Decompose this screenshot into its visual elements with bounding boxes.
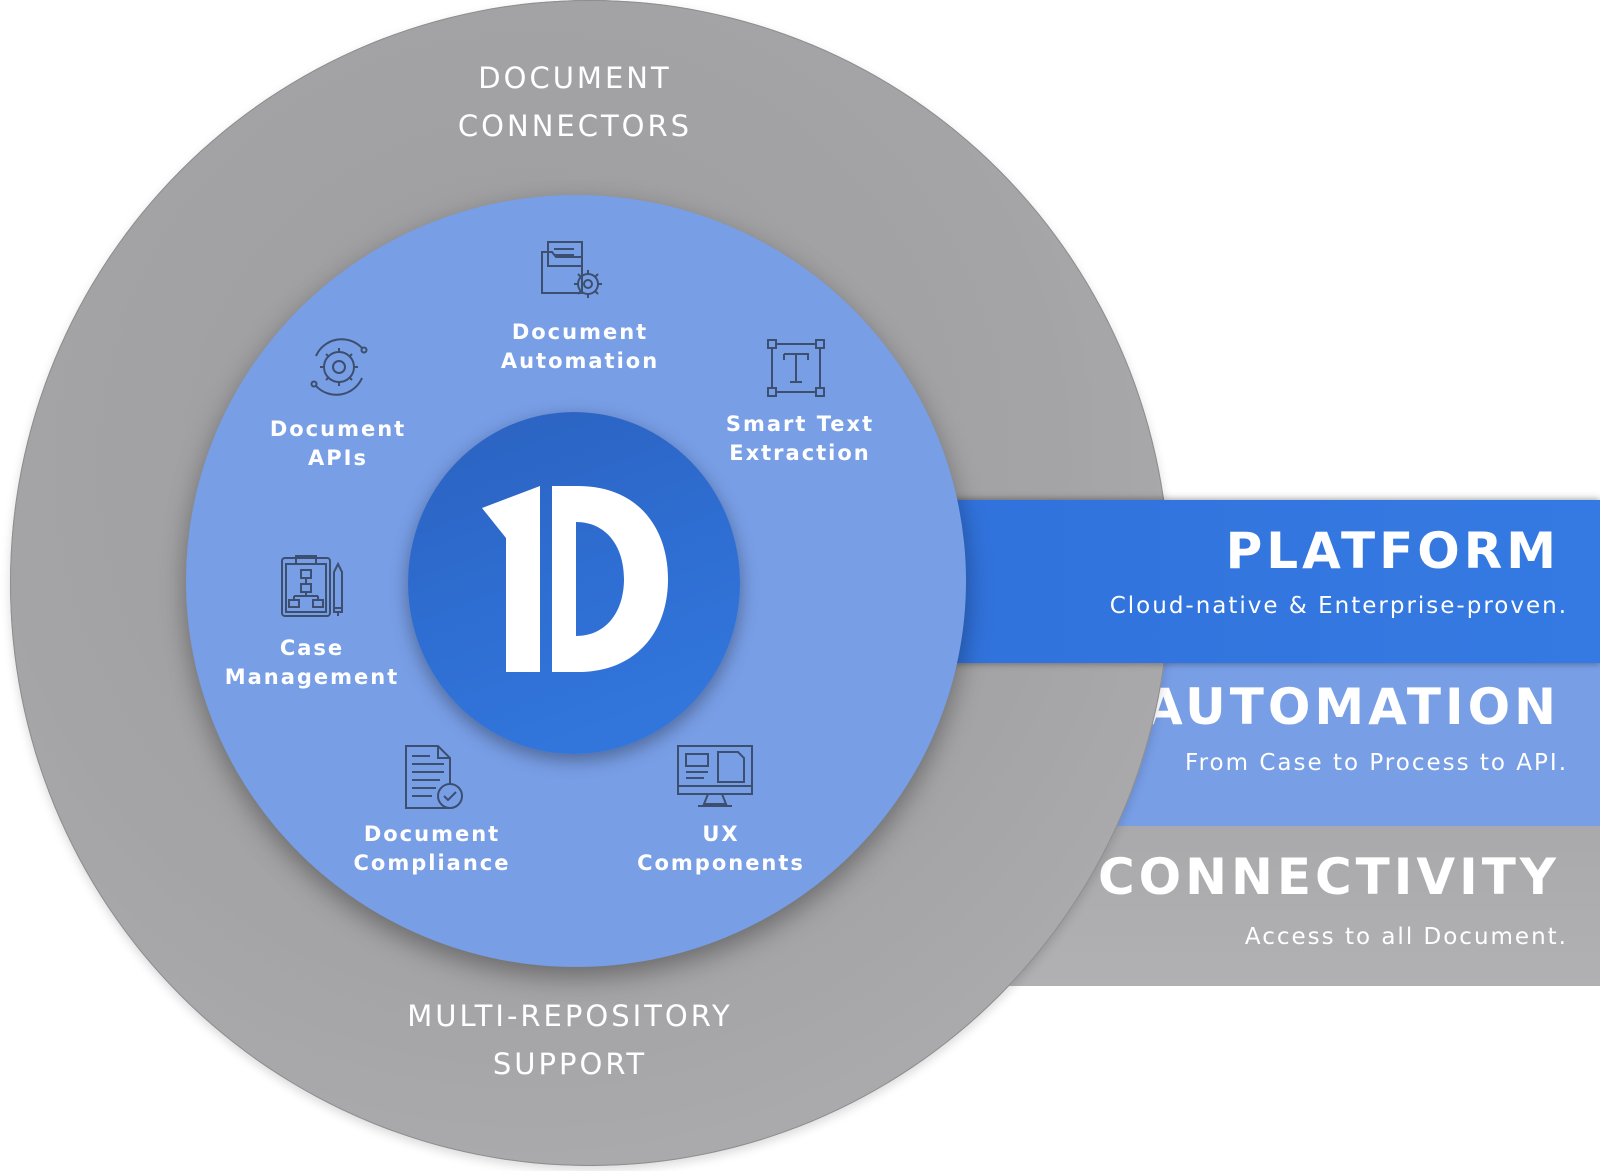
feature-case-management: Case Management: [212, 634, 412, 692]
folder-gear-icon: [540, 238, 608, 304]
feature-smart-text-extraction: Smart Text Extraction: [700, 410, 900, 468]
gear-cycle-icon: [306, 334, 372, 400]
feature-label-line2: Extraction: [729, 441, 871, 465]
feature-label-line1: UX: [702, 822, 740, 846]
feature-label-line1: Smart Text: [725, 412, 875, 436]
ring-bottom-line1: MULTI-REPOSITORY: [407, 999, 733, 1033]
feature-label-line2: Compliance: [353, 851, 511, 875]
clipboard-flowchart-icon: [280, 554, 348, 620]
feature-label-line1: Document: [269, 417, 407, 441]
feature-ux-components: UX Components: [616, 820, 826, 878]
feature-document-automation: Document Automation: [480, 318, 680, 376]
ring-top-line2: CONNECTORS: [457, 109, 693, 143]
feature-label-line1: Document: [511, 320, 649, 344]
feature-label-line1: Case: [279, 636, 345, 660]
text-frame-icon: [766, 338, 826, 398]
automation-subtitle: From Case to Process to API.: [1185, 750, 1568, 776]
feature-label-line2: Components: [637, 851, 805, 875]
brand-logo: [478, 486, 668, 676]
feature-label-line2: APIs: [308, 446, 368, 470]
ring-top-label: DOCUMENT CONNECTORS: [400, 54, 750, 150]
connectivity-title: CONNECTIVITY: [1097, 848, 1560, 906]
ring-bottom-line2: SUPPORT: [492, 1047, 648, 1081]
document-check-icon: [402, 744, 468, 814]
platform-subtitle: Cloud-native & Enterprise-proven.: [1109, 593, 1568, 619]
feature-label-line1: Document: [363, 822, 501, 846]
connectivity-subtitle: Access to all Document.: [1244, 924, 1568, 950]
feature-label-line2: Automation: [500, 349, 660, 373]
ring-bottom-label: MULTI-REPOSITORY SUPPORT: [380, 992, 760, 1088]
feature-document-compliance: Document Compliance: [332, 820, 532, 878]
monitor-layout-icon: [676, 744, 754, 810]
ring-top-line1: DOCUMENT: [478, 61, 672, 95]
feature-document-apis: Document APIs: [238, 415, 438, 473]
automation-title: AUTOMATION: [1143, 678, 1560, 736]
platform-title: PLATFORM: [1225, 522, 1560, 580]
feature-label-line2: Management: [224, 665, 400, 689]
